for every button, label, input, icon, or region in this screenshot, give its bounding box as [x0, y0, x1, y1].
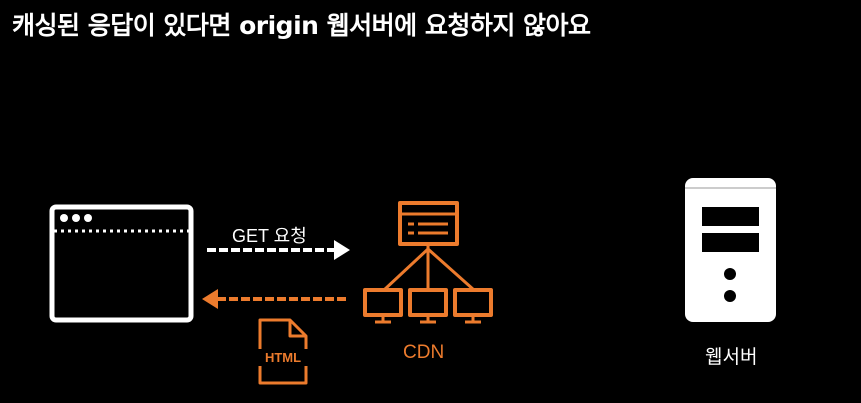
- server-label: 웹서버: [705, 347, 758, 368]
- server-tower-icon: [685, 178, 776, 322]
- page-title: 캐싱된 응답이 있다면 origin 웹서버에 요청하지 않아요: [12, 11, 591, 40]
- html-file-icon: HTML: [257, 318, 309, 385]
- cdn-network-icon: [363, 201, 493, 324]
- cdn-label: CDN: [403, 342, 445, 363]
- browser-window-icon: [49, 204, 194, 323]
- request-arrow: [207, 240, 350, 260]
- request-label: GET 요청: [232, 226, 307, 246]
- response-arrow: [202, 289, 346, 309]
- html-file-label: HTML: [265, 350, 301, 365]
